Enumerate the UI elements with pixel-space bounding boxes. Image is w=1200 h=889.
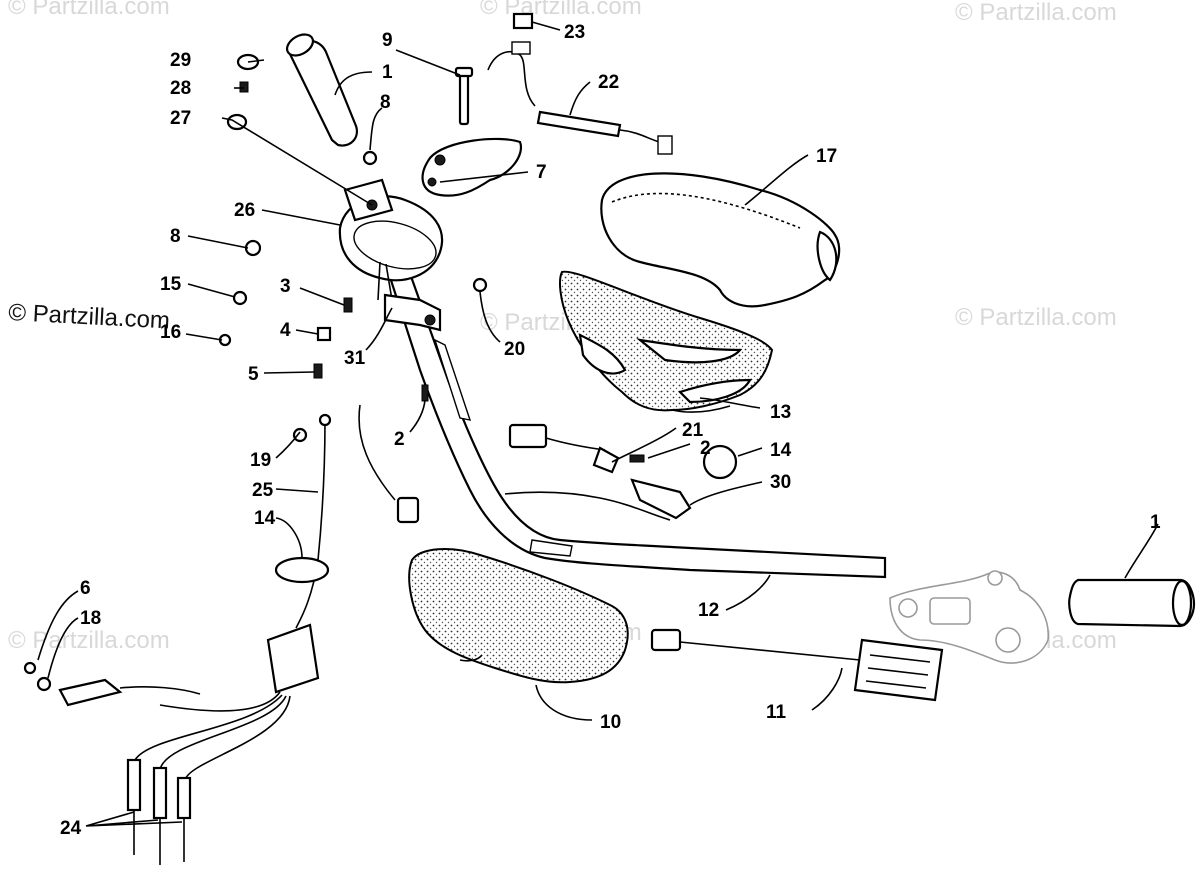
callout-1-right: 1: [1150, 512, 1161, 533]
callout-8-left: 8: [170, 226, 181, 247]
watermark-low-left: © Partzilla.com: [8, 627, 170, 654]
callout-27: 27: [170, 108, 191, 129]
callout-12: 12: [698, 600, 719, 621]
clip-4: [316, 326, 332, 342]
callout-15: 15: [160, 274, 182, 295]
screw-5: [313, 363, 323, 379]
callout-21: 21: [682, 420, 704, 441]
callout-31: 31: [344, 348, 366, 369]
clamp-bracket-part: [421, 137, 523, 197]
callout-2-right: 2: [700, 438, 711, 459]
leader-lines: [37, 21, 1159, 827]
callout-23: 23: [564, 22, 585, 43]
callout-9: 9: [382, 30, 393, 51]
handlebar-part: [376, 238, 887, 579]
heater-element-part: [650, 628, 944, 702]
handlebar-shroud-part: [559, 270, 774, 413]
callout-18: 18: [80, 608, 101, 629]
washer-15: [232, 290, 248, 306]
callout-14-left: 14: [254, 508, 276, 529]
nut-8b: [244, 239, 262, 257]
callout-25: 25: [252, 480, 274, 501]
callout-17: 17: [816, 146, 837, 167]
watermark-mid-right: © Partzilla.com: [955, 304, 1117, 331]
steering-post-part: [338, 178, 444, 301]
right-control-housing-part: [889, 570, 1050, 664]
callout-8-top: 8: [380, 92, 391, 113]
callout-11: 11: [766, 702, 787, 723]
watermark-top-right: © Partzilla.com: [955, 0, 1117, 26]
callout-16: 16: [160, 322, 181, 343]
left-grip-part: [285, 33, 358, 147]
nut-8a: [362, 150, 378, 166]
callout-28: 28: [170, 78, 191, 99]
bolt-part: [454, 66, 474, 126]
callout-14-right: 14: [770, 440, 792, 461]
switch-assembly-part: [508, 423, 738, 520]
screw-2a: [421, 384, 429, 402]
callout-7: 7: [536, 162, 547, 183]
callout-5: 5: [248, 364, 259, 385]
callout-labels: 1 1 2 2 3 4 5 6 7 8 8 9 10 11 12 13 14 1…: [60, 22, 1161, 839]
seat-pad-part: [600, 172, 841, 308]
callout-22: 22: [598, 72, 619, 93]
callout-19: 19: [250, 450, 271, 471]
right-grip-part: [1068, 578, 1196, 628]
handlebar-pad-part: [408, 548, 629, 684]
callout-26: 26: [234, 200, 255, 221]
watermark-top-center: © Partzilla.com: [480, 0, 642, 20]
callout-4: 4: [280, 320, 291, 341]
switch-bracket-part: [358, 293, 442, 524]
watermark-main: © Partzilla.com: [8, 299, 171, 334]
callout-13: 13: [770, 402, 791, 423]
watermark-top-left: © Partzilla.com: [8, 0, 170, 20]
cable-assembly-part: [23, 413, 332, 865]
screw-2b: [629, 454, 645, 463]
clip-20: [472, 277, 488, 293]
callout-1-left: 1: [382, 62, 393, 83]
callout-29: 29: [170, 50, 191, 71]
callout-10: 10: [600, 712, 621, 733]
screw-3: [343, 297, 353, 313]
callout-30: 30: [770, 472, 791, 493]
callout-2-left: 2: [394, 429, 405, 450]
callout-6: 6: [80, 578, 91, 599]
wiring-harness-part: [487, 12, 673, 155]
callout-24: 24: [60, 818, 82, 839]
callout-3: 3: [280, 276, 291, 297]
callout-20: 20: [504, 339, 525, 360]
screw-28: [239, 81, 249, 93]
